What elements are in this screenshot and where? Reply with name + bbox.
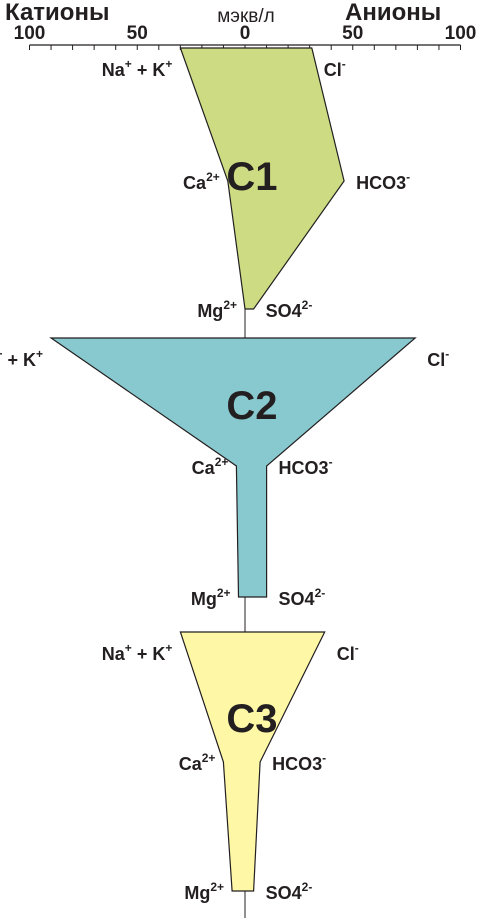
anion-label-cl: Cl- xyxy=(337,641,359,664)
x-axis: 100 50 0 50 100 xyxy=(14,23,477,50)
anion-label-hco3: HCO3- xyxy=(272,751,326,774)
anion-label-hco3: HCO3- xyxy=(356,170,410,193)
cation-label-na-k: Na+ + K+ xyxy=(102,641,173,664)
anion-label-cl: Cl- xyxy=(324,57,346,80)
cation-label-mg: Mg2+ xyxy=(184,880,224,903)
anion-label-so4: SO42- xyxy=(266,880,313,903)
series-name: C1 xyxy=(226,155,277,199)
stiff-diagram-c1: C1 Na+ + K+ Cl- Ca2+ HCO3- Mg2+ SO42- xyxy=(102,47,410,338)
stiff-polygon-c3 xyxy=(179,631,326,892)
anion-label-so4: SO42- xyxy=(266,298,313,321)
cation-label-na-k: Na+ + K+ xyxy=(0,347,43,370)
series-name: C3 xyxy=(226,697,277,741)
anion-label-so4: SO42- xyxy=(279,586,326,609)
cation-label-ca: Ca2+ xyxy=(192,455,229,478)
cations-header: Катионы xyxy=(5,0,109,26)
cation-label-ca: Ca2+ xyxy=(183,170,220,193)
series-name: C2 xyxy=(226,384,277,428)
x-tick-label: 100 xyxy=(14,23,46,44)
x-tick-label: 0 xyxy=(240,23,251,44)
cation-label-ca: Ca2+ xyxy=(179,751,216,774)
stiff-diagram-c3: C3 Na+ + K+ Cl- Ca2+ HCO3- Mg2+ SO42- xyxy=(102,597,359,918)
x-tick-label: 50 xyxy=(342,23,363,44)
cation-label-na-k: Na+ + K+ xyxy=(102,57,173,80)
stiff-diagram-c2: C2 Na+ + K+ Cl- Ca2+ HCO3- Mg2+ SO42- xyxy=(0,309,449,632)
x-tick-label: 100 xyxy=(445,23,477,44)
chart-header: Катионы мэкв/л Анионы xyxy=(5,0,441,27)
stiff-polygon-c2 xyxy=(49,337,417,598)
anion-label-cl: Cl- xyxy=(427,347,449,370)
cation-label-mg: Mg2+ xyxy=(191,586,231,609)
stiff-polygon-c1 xyxy=(179,47,345,310)
x-tick-label: 50 xyxy=(127,23,148,44)
anions-header: Анионы xyxy=(345,0,441,26)
anion-label-hco3: HCO3- xyxy=(279,455,333,478)
cation-label-mg: Mg2+ xyxy=(197,298,237,321)
unit-label: мэкв/л xyxy=(217,6,275,27)
